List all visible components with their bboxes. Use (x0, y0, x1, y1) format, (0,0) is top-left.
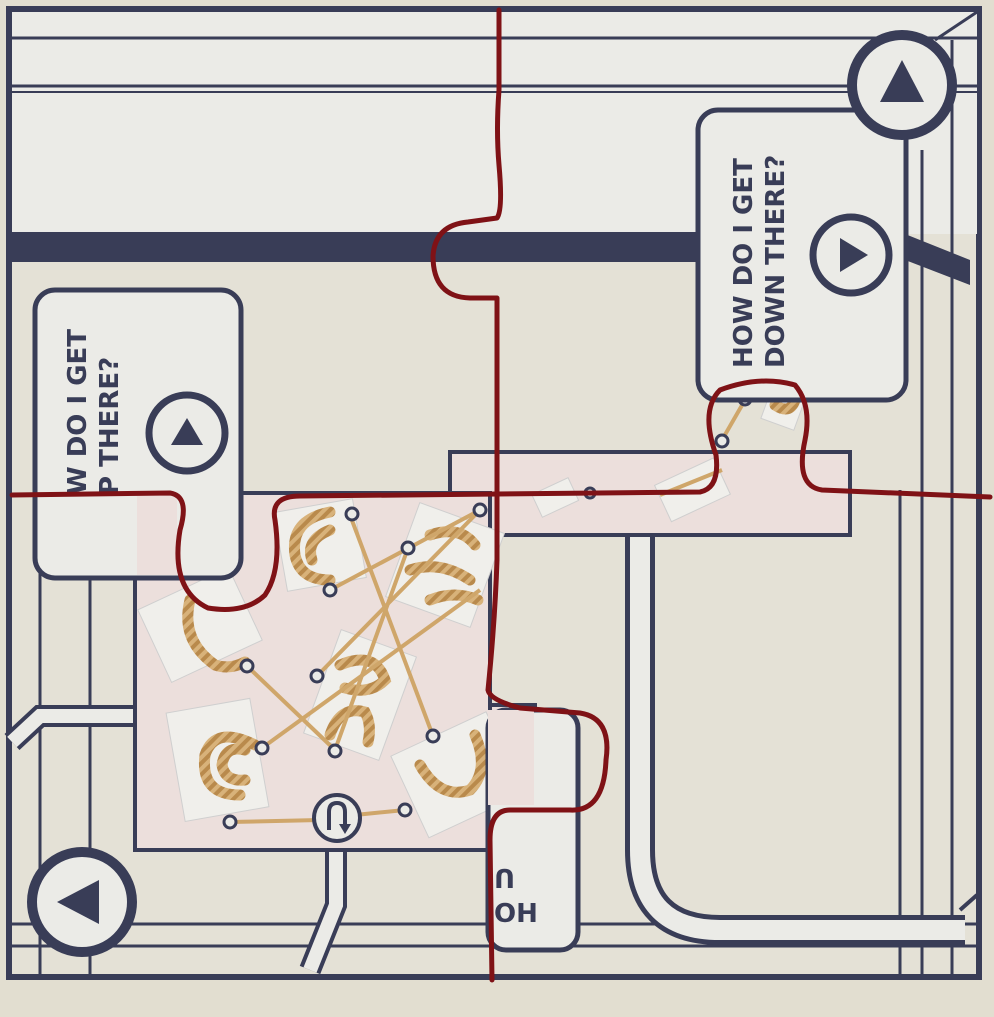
rope-coil (288, 506, 336, 586)
undo-button-ring[interactable] (312, 793, 362, 843)
cut-line-horizontal (9, 378, 993, 612)
undo-arrow-icon (327, 800, 347, 830)
pipe-left-inner (7, 709, 135, 748)
rope-peg[interactable] (472, 502, 488, 518)
rope-coil (414, 729, 487, 798)
hint-card-up[interactable]: W DO I GET P THERE? (32, 287, 244, 581)
rope-coil (182, 594, 251, 673)
rope-coil (404, 561, 476, 586)
up-arrow-icon (880, 60, 924, 102)
rope-coil (424, 589, 484, 606)
left-nav-button[interactable] (27, 847, 137, 957)
rope-peg[interactable] (239, 658, 255, 674)
hint-partial-line2: OH (494, 899, 538, 929)
tile-cover (137, 495, 177, 575)
pipe-right-end (958, 893, 979, 912)
rope-peg[interactable] (309, 668, 325, 684)
play-arrow-icon (840, 238, 868, 272)
rope-peg[interactable] (344, 506, 360, 522)
hint-down-line2: DOWN THERE? (761, 155, 791, 368)
pipe-right-inner (630, 535, 965, 940)
up-triangle-icon (171, 418, 203, 445)
hint-down-line1: HOW DO I GET (729, 158, 759, 368)
dark-beam (12, 232, 712, 262)
rope-coil (216, 743, 251, 786)
left-arrow-icon (57, 880, 99, 924)
rope-coil (305, 524, 336, 566)
rope-peg[interactable] (322, 582, 338, 598)
hint-up-line1: W DO I GET (63, 329, 93, 495)
undo-arrow-head-icon (339, 824, 351, 834)
rope-peg[interactable] (254, 740, 270, 756)
hint-card-down[interactable]: HOW DO I GET DOWN THERE? (695, 107, 909, 403)
cut-lines (9, 7, 993, 983)
rope-card[interactable] (531, 477, 580, 518)
hint-up-line2: P THERE? (95, 357, 125, 495)
cut-line-vertical (430, 7, 610, 983)
rope-peg[interactable] (714, 433, 730, 449)
wall-rail (934, 10, 978, 42)
rope-peg[interactable] (425, 728, 441, 744)
rope-peg[interactable] (400, 540, 416, 556)
rope-lines (229, 399, 747, 824)
undo-button[interactable] (312, 793, 362, 843)
pipe-bottom-inner (303, 850, 343, 973)
hint-partial-line1: ᑎ (494, 865, 515, 895)
rope-peg[interactable] (222, 814, 238, 830)
hint-card-partial-cover (488, 710, 534, 805)
rope-coil (198, 731, 261, 801)
hint-card-partial[interactable]: ᑎ OH (485, 707, 581, 953)
up-nav-button[interactable] (847, 30, 957, 140)
rope-coil (324, 705, 375, 748)
hint-card-up-box[interactable] (32, 287, 244, 581)
rope-peg[interactable] (327, 743, 343, 759)
rope-peg[interactable] (397, 802, 413, 818)
